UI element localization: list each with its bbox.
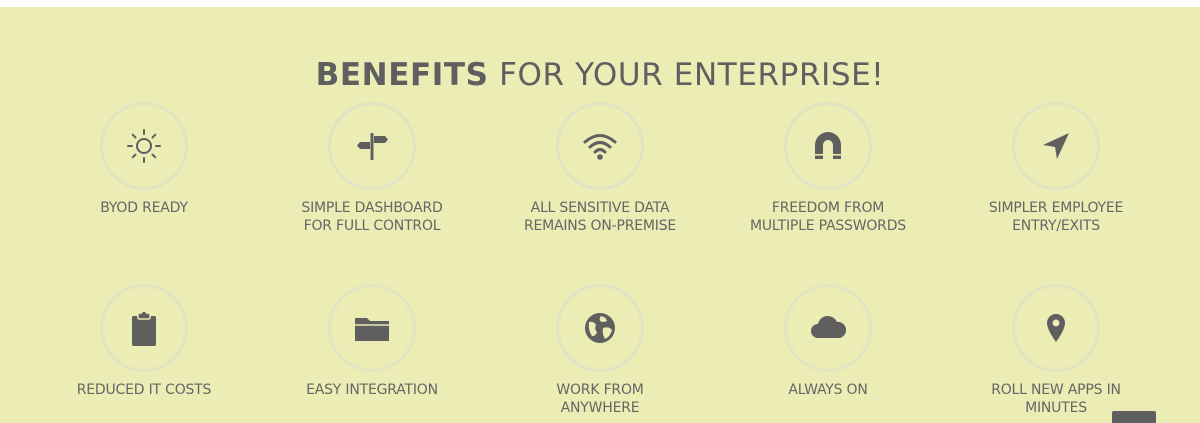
scroll-to-top-button[interactable] [1112,411,1156,423]
benefit-label-line: FREEDOM FROM [771,200,885,216]
benefit-icon-circle [100,102,188,190]
benefit-label-line: SIMPLER EMPLOYEE [988,200,1124,216]
benefit-icon-circle [328,102,416,190]
benefit-label-line: REDUCED IT COSTS [76,382,212,398]
benefit-label: ALWAYS ON [728,381,928,399]
benefit-label: EASY INTEGRATION [272,381,472,399]
benefit-item-byod: BYOD READY [44,102,244,217]
benefit-item-employee: SIMPLER EMPLOYEE ENTRY/EXITS [956,102,1156,235]
benefit-icon-circle [328,284,416,372]
benefit-icon-circle [556,284,644,372]
benefit-item-costs: REDUCED IT COSTS [44,284,244,399]
clipboard-icon [132,311,156,346]
benefit-label: REDUCED IT COSTS [44,381,244,399]
section-title: BENEFITS FOR YOUR ENTERPRISE! [0,57,1200,93]
benefit-label: WORK FROM ANYWHERE [500,381,700,417]
benefit-icon-circle [784,284,872,372]
benefit-item-roll-apps: ROLL NEW APPS IN MINUTES [956,284,1156,417]
location-arrow-icon [1043,133,1069,159]
cloud-icon [811,315,847,338]
wifi-icon [583,134,617,160]
benefit-label-line: REMAINS ON-PREMISE [523,218,677,234]
sun-icon [127,129,161,163]
benefit-label: SIMPLER EMPLOYEE ENTRY/EXITS [956,199,1156,235]
benefit-item-dashboard: SIMPLE DASHBOARD FOR FULL CONTROL [272,102,472,235]
benefit-label: FREEDOM FROM MULTIPLE PASSWORDS [728,199,928,235]
benefit-label-line: SIMPLE DASHBOARD [301,200,443,216]
benefit-item-passwords: FREEDOM FROM MULTIPLE PASSWORDS [728,102,928,235]
globe-icon [585,313,615,343]
benefit-icon-circle [1012,284,1100,372]
map-marker-icon [1047,314,1065,342]
benefit-label-line: ALL SENSITIVE DATA [530,200,670,216]
benefit-item-always-on: ALWAYS ON [728,284,928,399]
benefit-item-anywhere: WORK FROM ANYWHERE [500,284,700,417]
benefit-label-line: MINUTES [1025,400,1087,416]
benefit-label: SIMPLE DASHBOARD FOR FULL CONTROL [272,199,472,235]
benefit-item-data: ALL SENSITIVE DATA REMAINS ON-PREMISE [500,102,700,235]
benefit-label-line: MULTIPLE PASSWORDS [750,218,906,234]
signpost-icon [357,133,388,160]
benefit-icon-circle [100,284,188,372]
benefit-label: ROLL NEW APPS IN MINUTES [956,381,1156,417]
benefit-label-line: ROLL NEW APPS IN [991,382,1121,398]
benefit-label-line: WORK FROM [556,382,644,398]
benefit-label: ALL SENSITIVE DATA REMAINS ON-PREMISE [500,199,700,235]
folder-icon [355,318,389,341]
benefit-icon-circle [1012,102,1100,190]
section-title-bold: BENEFITS [315,57,489,93]
benefit-icon-circle [784,102,872,190]
section-title-rest: FOR YOUR ENTERPRISE! [499,57,885,93]
benefit-label-line: ANYWHERE [560,400,640,416]
benefit-label-line: ENTRY/EXITS [1012,218,1100,234]
benefit-label: BYOD READY [44,199,244,217]
benefit-label-line: FOR FULL CONTROL [303,218,441,234]
benefit-item-integration: EASY INTEGRATION [272,284,472,399]
benefit-label-line: EASY INTEGRATION [306,382,438,398]
benefit-label-line: ALWAYS ON [788,382,868,398]
magnet-icon [815,132,841,159]
benefits-section: BENEFITS FOR YOUR ENTERPRISE! BYOD READY [0,7,1200,423]
benefit-label-line: BYOD READY [100,200,188,216]
benefit-icon-circle [556,102,644,190]
